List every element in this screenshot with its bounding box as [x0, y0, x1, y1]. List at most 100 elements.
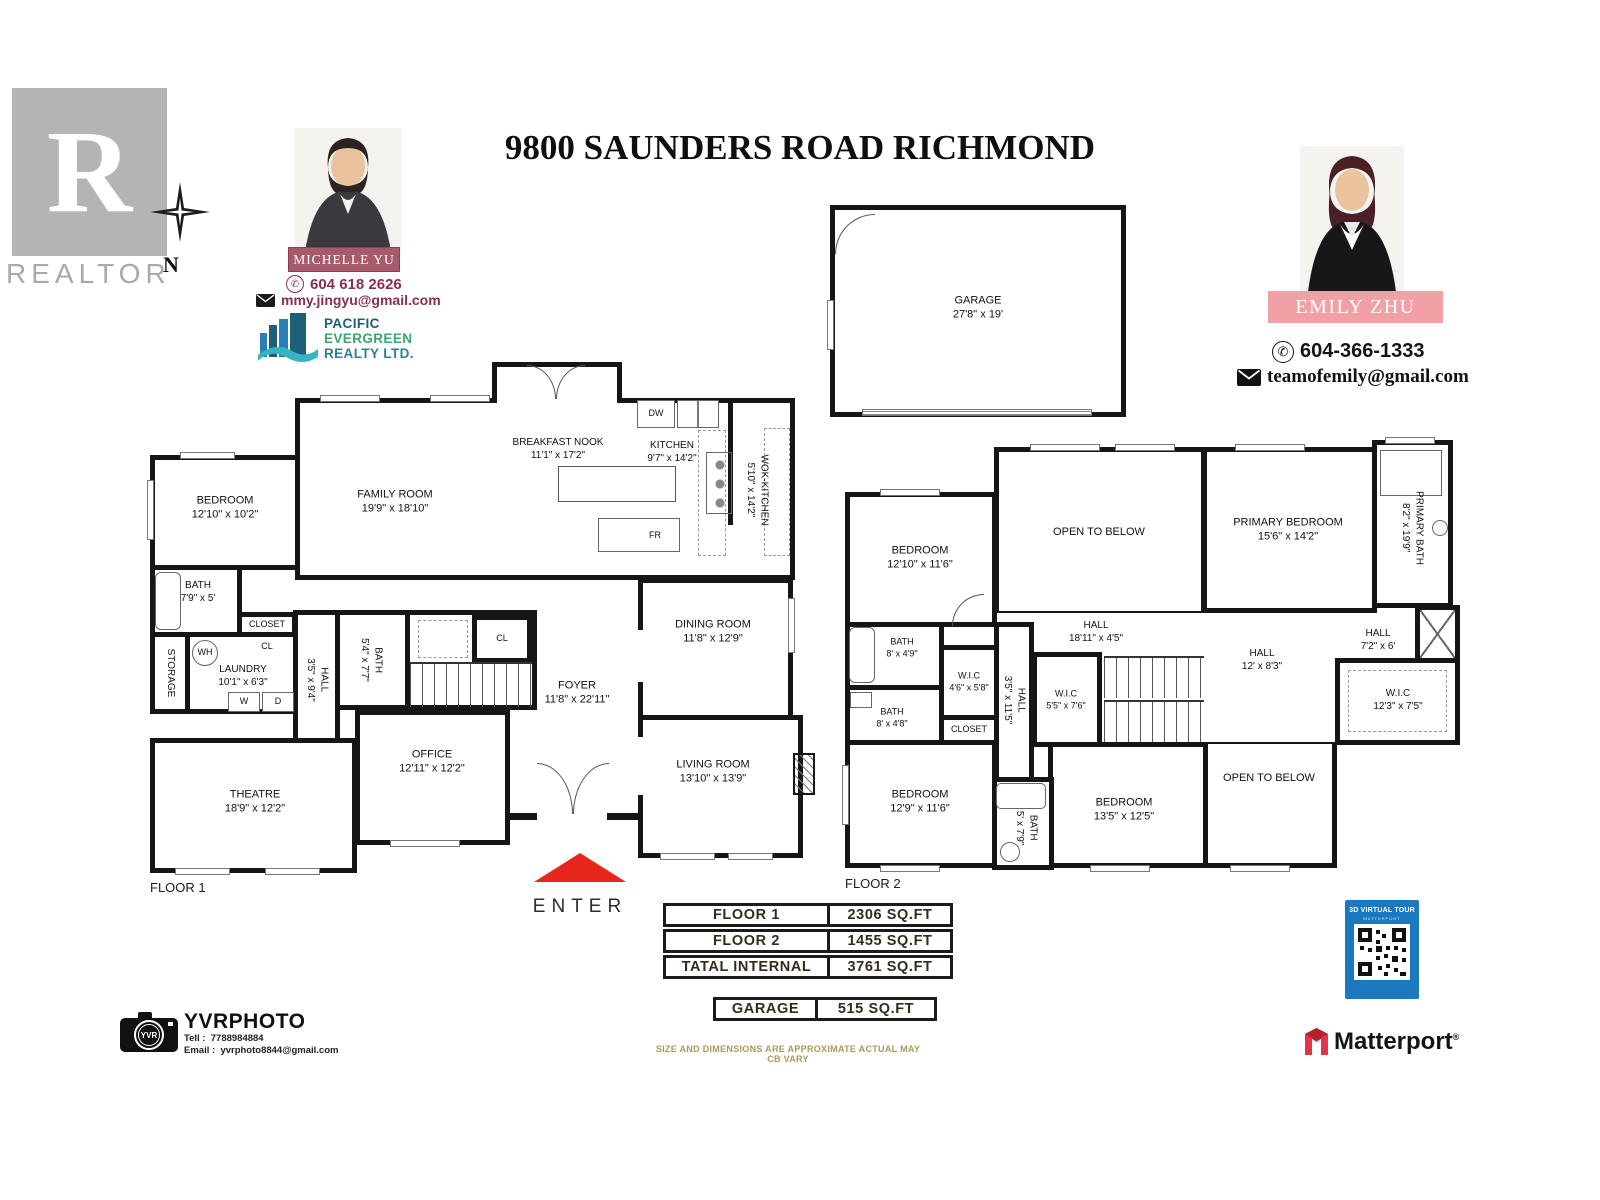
- wall-opening: [500, 398, 614, 407]
- page-title: 9800 SAUNDERS ROAD RICHMOND: [504, 128, 1096, 167]
- room-office-f1: [355, 710, 510, 845]
- yvrphoto-wordmark: YVRPHOTO: [184, 1010, 306, 1033]
- virtual-tour-card: 3D VIRTUAL TOUR MATTERPORT: [1345, 900, 1419, 999]
- realtor-r-letter: R: [46, 106, 133, 237]
- label-washer: W: [239, 696, 249, 707]
- room-theatre-f1: [150, 738, 357, 873]
- label-storage-f1: STORAGE: [164, 648, 176, 698]
- garage-door: [862, 409, 1092, 416]
- toilet: [850, 692, 872, 708]
- bathtub: [996, 783, 1046, 809]
- room-cl2-f1: [472, 615, 532, 663]
- fireplace: [793, 753, 815, 795]
- window: [175, 868, 230, 875]
- entry-door-arc-right: [573, 763, 609, 814]
- svg-text:YVR: YVR: [141, 1031, 158, 1040]
- realtor-logo: R: [12, 88, 167, 256]
- window: [1090, 865, 1150, 872]
- virtual-tour-subtitle: MATTERPORT: [1363, 916, 1401, 921]
- label-closet-f1: CLOSET: [248, 619, 286, 630]
- label-dw-f1: DW: [648, 408, 664, 419]
- agent-photo-emily: [1300, 146, 1404, 292]
- row-label: TATAL INTERNAL: [666, 958, 830, 976]
- agent-name-emily: EMILY ZHU: [1295, 295, 1416, 318]
- matterport-wordmark: Matterport®: [1334, 1028, 1460, 1055]
- room-living-f1: [638, 715, 803, 858]
- row-value: 3761 SQ.FT: [847, 959, 933, 975]
- window: [390, 840, 460, 847]
- floor2-caption: FLOOR 2: [845, 876, 901, 891]
- yvrphoto-camera-icon: YVR: [120, 1012, 178, 1052]
- row-value: 1455 SQ.FT: [847, 933, 933, 949]
- window: [1030, 444, 1100, 451]
- shower: [1380, 450, 1442, 496]
- window: [1115, 444, 1175, 451]
- wall-opening: [634, 737, 646, 795]
- enter-label: ENTER: [532, 896, 628, 917]
- window: [880, 865, 940, 872]
- room-wic1-f2: [939, 645, 999, 720]
- stairs-f2-upper: [1104, 656, 1204, 698]
- entry-door-arc-left: [537, 763, 573, 814]
- bathtub: [849, 627, 875, 683]
- window: [788, 598, 795, 653]
- phone-icon: ✆: [1272, 340, 1294, 363]
- room-open2-f2: [1203, 742, 1337, 868]
- window: [728, 853, 773, 860]
- wic3-inner: [1348, 670, 1447, 732]
- label-cl-f1: CL: [261, 641, 273, 652]
- window: [842, 765, 849, 825]
- agent-phone-emily: 604-366-1333: [1300, 340, 1425, 362]
- pacific-evergreen-logo-icon: [258, 313, 318, 362]
- room-dining-f1: [638, 578, 793, 720]
- room-wic3-f2: [1335, 658, 1460, 745]
- envelope-icon: [1237, 368, 1261, 386]
- enter-arrow-icon: [534, 853, 626, 882]
- window: [147, 480, 154, 540]
- label-fr-f1: FR: [649, 530, 661, 541]
- agent-name-banner-emily: EMILY ZHU: [1268, 291, 1443, 323]
- brokerage-line-3: REALTY LTD.: [324, 346, 414, 361]
- brokerage-line-2: EVERGREEN: [324, 331, 413, 346]
- window: [1385, 437, 1435, 444]
- yvrphoto-tel: Tell : 7788984884: [184, 1033, 264, 1044]
- water-heater: [192, 640, 218, 666]
- sink: [1432, 520, 1448, 536]
- row-value: 2306 SQ.FT: [847, 907, 933, 923]
- room-open1-f2: [994, 447, 1206, 613]
- agent-name-banner-michelle: MICHELLE YU: [288, 247, 400, 272]
- agent-email-row-michelle: mmy.jingyu@gmail.com: [256, 292, 441, 308]
- dryer-box: [262, 692, 294, 712]
- yvrphoto-email: Email : yvrphoto8844@gmail.com: [184, 1045, 339, 1056]
- sink: [1000, 842, 1020, 862]
- bathtub: [155, 572, 181, 630]
- agent-name-michelle: MICHELLE YU: [293, 251, 395, 267]
- pacific-evergreen-wordmark: PACIFIC EVERGREEN REALTY LTD.: [324, 316, 414, 361]
- label-cl2-f1: CL: [496, 633, 508, 644]
- label-dryer: D: [274, 696, 282, 707]
- stove: [706, 452, 732, 514]
- agent-phone-row-emily: ✆ 604-366-1333: [1272, 340, 1425, 363]
- brokerage-line-1: PACIFIC: [324, 316, 380, 331]
